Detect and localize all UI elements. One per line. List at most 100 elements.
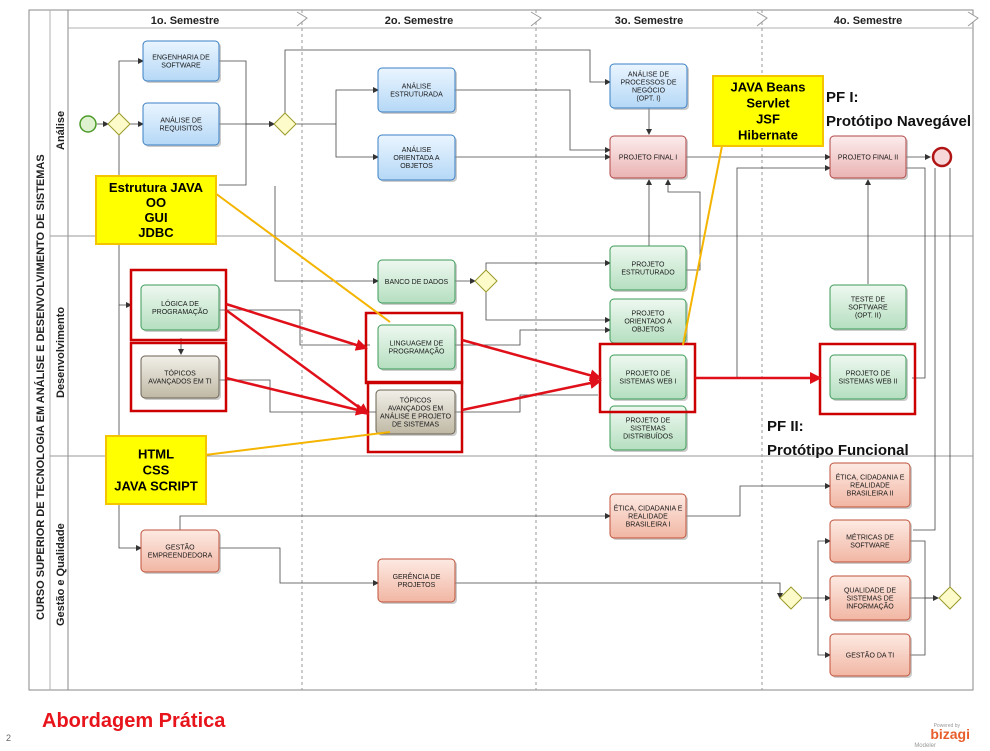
footer-title: Abordagem Prática bbox=[42, 710, 226, 732]
task-label-line: GESTÃO bbox=[165, 543, 195, 552]
task-label-line: TESTE DE bbox=[851, 297, 886, 304]
task-label-line: GESTÃO DA TI bbox=[846, 651, 895, 660]
task-label-line: PROCESSOS DE bbox=[620, 80, 676, 87]
task-gestao-ti[interactable]: GESTÃO DA TI bbox=[829, 633, 912, 678]
task-label-line: BRASILEIRA II bbox=[847, 491, 894, 498]
note-line: GUI bbox=[144, 210, 167, 225]
task-label-line: SOFTWARE bbox=[848, 305, 888, 312]
phase-separator-chevrons bbox=[296, 11, 979, 27]
gateway-icon bbox=[474, 269, 498, 293]
bizagi-logo: Powered by bizagi Modeler bbox=[914, 723, 970, 749]
lane-title-desenvolvimento: Desenvolvimento bbox=[55, 307, 67, 398]
task-label-line: NEGÓCIO bbox=[632, 86, 666, 95]
task-label-line: PROJETOS bbox=[398, 582, 436, 589]
task-label-line: SISTEMAS bbox=[630, 426, 666, 433]
task-label-line: PROJETO DE bbox=[846, 371, 891, 378]
brand-sub: Modeler bbox=[914, 743, 936, 749]
task-label-line: ENGENHARIA DE bbox=[152, 55, 210, 62]
task-label-line: PROJETO DE bbox=[626, 371, 671, 378]
task-label-line: DE SISTEMAS bbox=[392, 422, 439, 429]
note-line: JAVA SCRIPT bbox=[114, 479, 198, 494]
task-banco-dados[interactable]: BANCO DE DADOS bbox=[377, 259, 457, 305]
task-label-line: ANÁLISE bbox=[402, 145, 432, 154]
pf1-line-2: Protótipo Navegável bbox=[826, 113, 971, 130]
task-projeto-final-2[interactable]: PROJETO FINAL II bbox=[829, 135, 908, 180]
lane-title-analise: Análise bbox=[55, 111, 67, 150]
task-label-line: SOFTWARE bbox=[850, 543, 890, 550]
note-line: JSF bbox=[756, 112, 780, 127]
note-line: Estrutura JAVA bbox=[109, 180, 204, 195]
task-label-line: OBJETOS bbox=[400, 163, 433, 170]
task-label-line: (OPT. II) bbox=[855, 313, 881, 320]
pf1-line-1: PF I: bbox=[826, 89, 859, 106]
task-label-line: SOFTWARE bbox=[161, 63, 201, 70]
emphasis-arrows bbox=[225, 302, 822, 416]
task-label-line: LINGUAGEM DE bbox=[390, 341, 444, 348]
task-label-line: SISTEMAS WEB II bbox=[838, 379, 897, 386]
task-label-line: PROGRAMAÇÃO bbox=[152, 307, 209, 316]
task-label-line: OBJETOS bbox=[632, 327, 665, 334]
task-label-line: AVANÇADOS EM TI bbox=[148, 379, 211, 386]
flow-connectors bbox=[97, 49, 951, 658]
task-label-line: ANÁLISE E PROJETO bbox=[380, 412, 452, 421]
task-label-line: PROJETO FINAL II bbox=[838, 155, 898, 162]
note-line: HTML bbox=[138, 447, 174, 462]
start-event-icon bbox=[79, 115, 97, 133]
phase-title-2: 2o. Semestre bbox=[385, 15, 453, 27]
task-label-line: LÓGICA DE bbox=[161, 299, 199, 308]
task-projeto-final-1[interactable]: PROJETO FINAL I bbox=[609, 135, 688, 180]
pool-title: CURSO SUPERIOR DE TECNOLOGIA EM ANÁLISE … bbox=[34, 154, 47, 620]
task-label-line: ANÁLISE DE bbox=[628, 70, 670, 79]
note-line: Servlet bbox=[746, 96, 790, 111]
note-line: Hibernate bbox=[738, 128, 798, 143]
phase-title-1: 1o. Semestre bbox=[151, 15, 219, 27]
task-label-line: REALIDADE bbox=[628, 514, 668, 521]
task-label-line: TÓPICOS bbox=[400, 396, 432, 405]
gateways bbox=[107, 112, 962, 610]
pf2-line-1: PF II: bbox=[767, 418, 804, 435]
end-event-icon bbox=[931, 146, 953, 168]
note-line: JAVA Beans bbox=[731, 80, 806, 95]
task-label-line: ÉTICA, CIDADANIA E bbox=[614, 504, 683, 513]
highlight-topicos-ti bbox=[129, 341, 228, 413]
note-line: CSS bbox=[143, 463, 170, 478]
task-label-line: PROJETO bbox=[632, 311, 665, 318]
gateway-icon bbox=[938, 586, 962, 610]
slide-number: 2 bbox=[6, 733, 11, 743]
task-label-line: TÓPICOS bbox=[164, 369, 196, 378]
note-leaders bbox=[204, 145, 723, 456]
brand-powered: Powered by bbox=[934, 723, 961, 729]
task-label-line: PROJETO FINAL I bbox=[619, 155, 677, 162]
phase-title-4: 4o. Semestre bbox=[834, 15, 902, 27]
task-label-line: ORIENTADO A bbox=[624, 319, 672, 326]
phase-separators bbox=[301, 10, 763, 690]
task-label-line: ORIENTADA A bbox=[393, 155, 439, 162]
task-label-line: BRASILEIRA I bbox=[626, 522, 671, 529]
gateway-icon bbox=[779, 586, 803, 610]
task-label-line: GERÊNCIA DE bbox=[393, 572, 441, 581]
task-label-line: (OPT. I) bbox=[636, 96, 660, 103]
